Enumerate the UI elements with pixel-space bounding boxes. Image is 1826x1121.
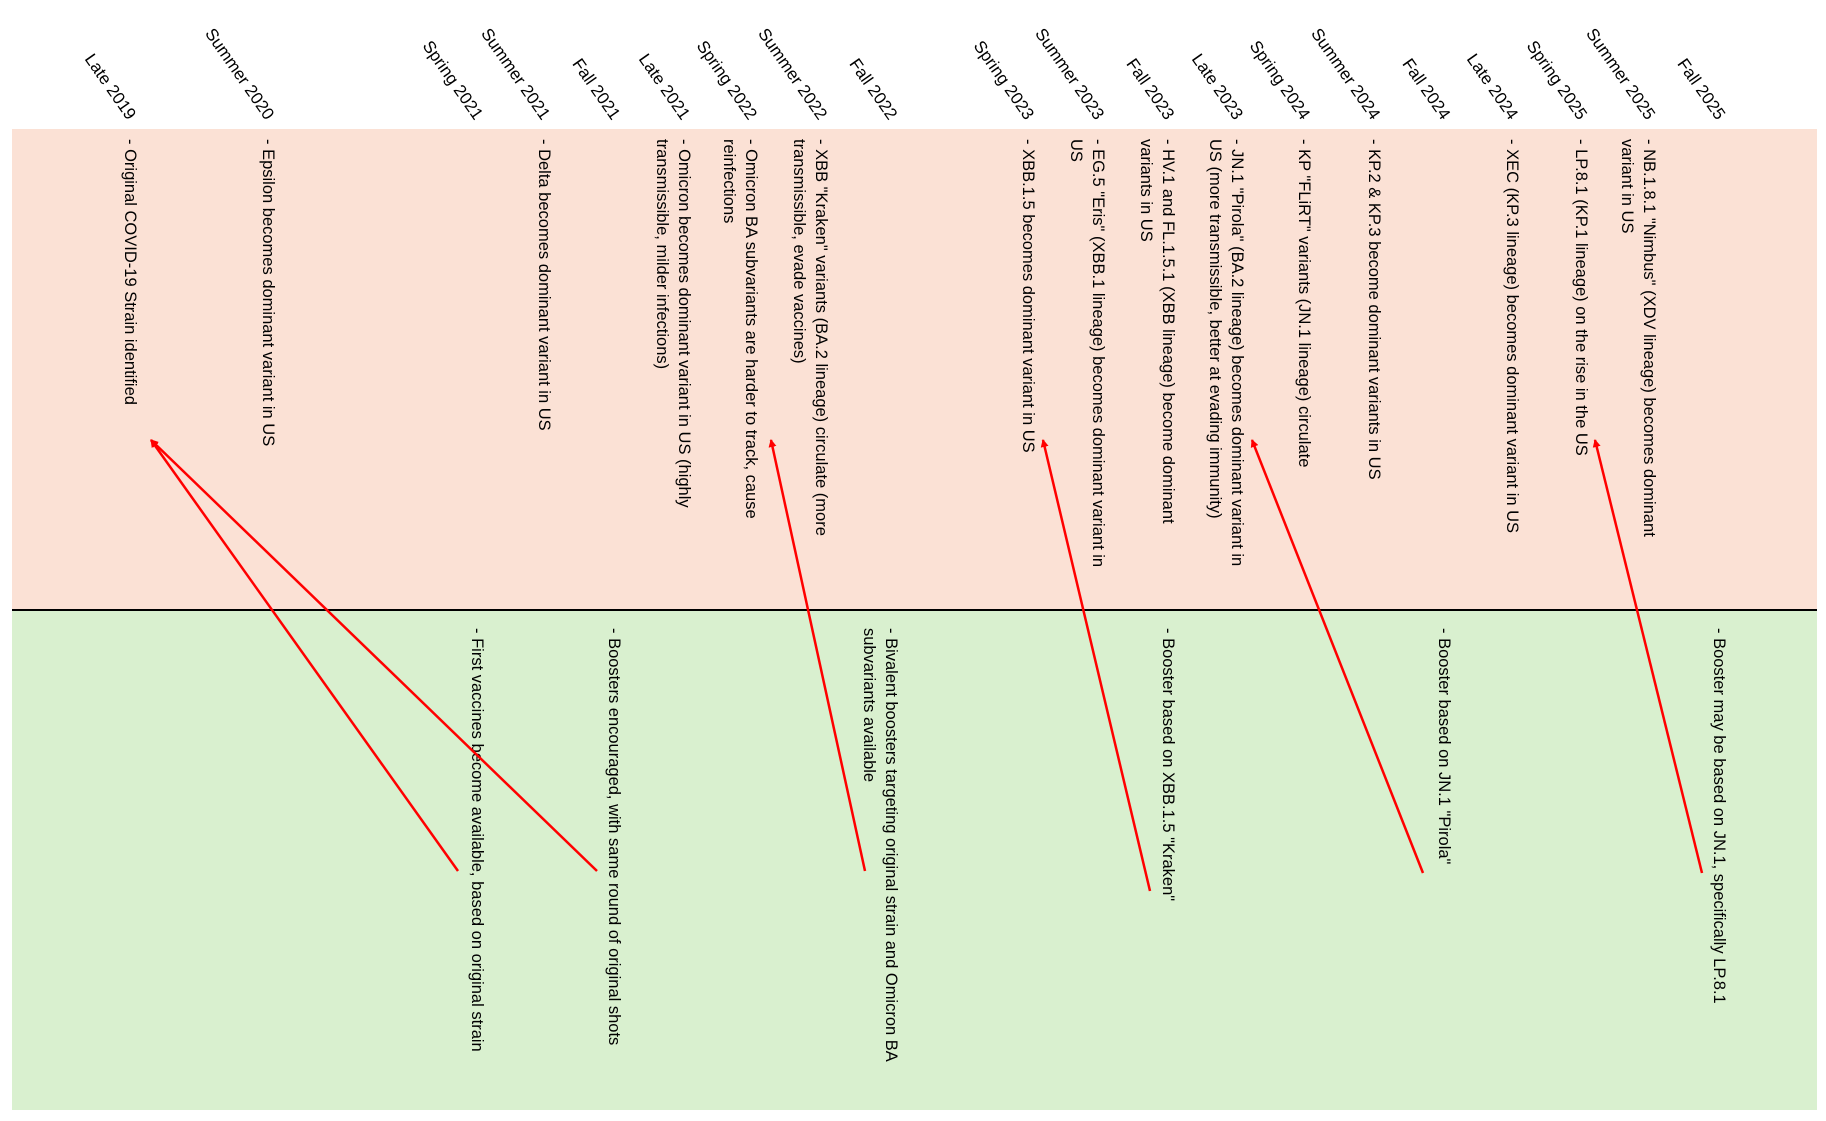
vaccine-event: - Boosters encouraged, with same round o… bbox=[605, 628, 623, 1046]
variant-event: - KP "FLiRT" variants (JN.1 lineage) cir… bbox=[1295, 139, 1313, 468]
variant-event: - XBB.1.5 becomes dominant variant in US bbox=[1019, 139, 1037, 453]
variant-event: - Omicron BA subvariants are harder to t… bbox=[720, 139, 760, 519]
link-arrow bbox=[150, 439, 598, 872]
variant-event: - Delta becomes dominant variant in US bbox=[535, 139, 553, 431]
variant-event: - NB.1.8.1 "Nimbus" (XDV lineage) become… bbox=[1618, 139, 1658, 537]
variant-event: - Epsilon becomes dominant variant in US bbox=[259, 139, 277, 447]
timeline-divider bbox=[12, 609, 1817, 611]
vaccines-band bbox=[12, 611, 1817, 1110]
variant-event: - HV.1 and FL.1.5.1 (XBB lineage) become… bbox=[1137, 139, 1177, 524]
variant-event: - XEC (KP.3 lineage) becomes dominant va… bbox=[1503, 139, 1521, 534]
link-arrow bbox=[1040, 439, 1152, 892]
variant-event: - JN.1 "Pirola" (BA.2 lineage) becomes d… bbox=[1206, 139, 1246, 567]
variant-event: - KP.2 & KP.3 become dominant variants i… bbox=[1365, 139, 1383, 480]
link-arrow bbox=[1592, 439, 1704, 874]
link-arrow bbox=[768, 439, 867, 872]
variant-event: - LP.8.1 (KP.1 lineage) on the rise in t… bbox=[1572, 139, 1590, 456]
variant-event: - EG.5 "Eris" (XBB.1 lineage) becomes do… bbox=[1067, 139, 1107, 568]
variant-event: - Original COVID-19 Strain identified bbox=[121, 139, 139, 405]
vaccine-event: - Booster based on JN.1 "Pirola" bbox=[1435, 628, 1453, 865]
variant-event: - Omicron becomes dominant variant in US… bbox=[653, 139, 693, 508]
vaccine-event: - Booster based on XBB.1.5 "Kraken" bbox=[1159, 628, 1177, 902]
variants-band bbox=[12, 129, 1817, 610]
vaccine-event: - Bivalent boosters targeting original s… bbox=[860, 628, 900, 1062]
link-arrow bbox=[149, 439, 460, 872]
link-arrow bbox=[1250, 439, 1425, 874]
variant-event: - XBB "Kraken" variants (BA.2 lineage) c… bbox=[790, 139, 830, 536]
vaccine-event: - First vaccines become available, based… bbox=[468, 628, 486, 1052]
vaccine-event: - Booster may be based on JN.1, specific… bbox=[1710, 628, 1728, 1004]
